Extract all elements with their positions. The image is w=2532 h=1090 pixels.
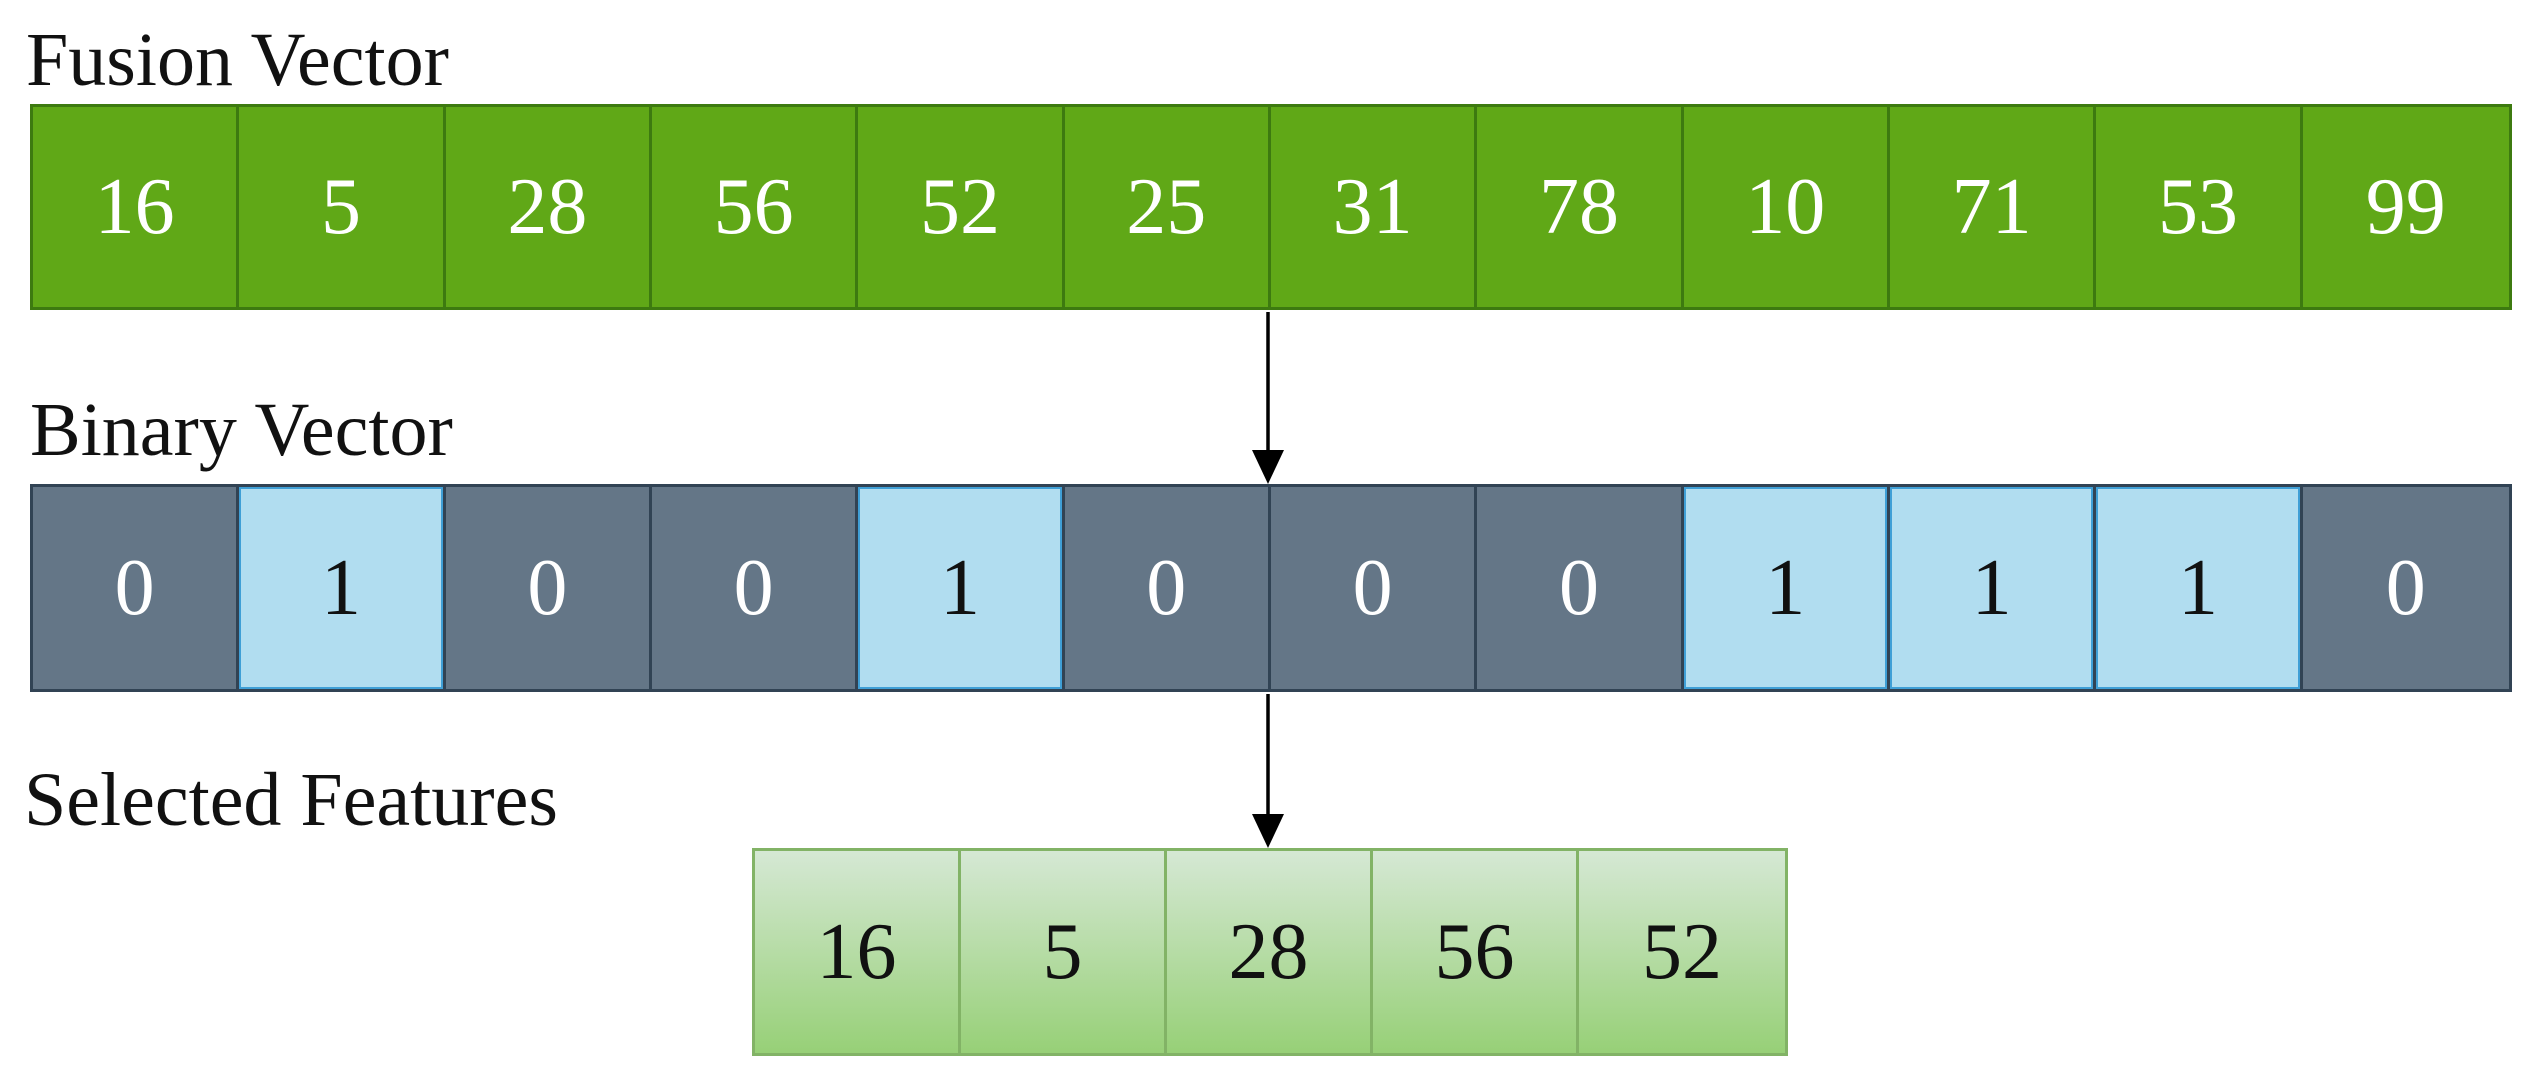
- binary-cell: 1: [858, 487, 1065, 689]
- binary-cell: 1: [2096, 487, 2303, 689]
- fusion-vector-label: Fusion Vector: [26, 18, 449, 102]
- fusion-cell: 31: [1271, 107, 1478, 307]
- arrowhead-icon: [1252, 450, 1284, 484]
- binary-cell: 0: [2302, 487, 2509, 689]
- fusion-cell: 25: [1065, 107, 1271, 307]
- selected-cell: 16: [755, 851, 961, 1053]
- selected-features-row: 16 5 28 56 52: [752, 848, 1788, 1056]
- fusion-cell: 16: [33, 107, 240, 307]
- binary-cell: 0: [1477, 487, 1684, 689]
- fusion-cell: 52: [858, 107, 1065, 307]
- selected-cell: 56: [1373, 851, 1579, 1053]
- fusion-cell: 53: [2096, 107, 2303, 307]
- fusion-cell: 5: [239, 107, 446, 307]
- binary-cell: 0: [33, 487, 240, 689]
- arrowhead-icon: [1252, 814, 1284, 848]
- fusion-cell: 71: [1890, 107, 2097, 307]
- fusion-cell: 56: [652, 107, 859, 307]
- fusion-cell: 10: [1684, 107, 1890, 307]
- binary-cell: 1: [1683, 487, 1890, 689]
- selected-cell: 52: [1642, 908, 1722, 996]
- binary-cell: 1: [1889, 487, 2097, 689]
- selected-cell: 5: [961, 851, 1167, 1053]
- selected-cell: 28: [1167, 851, 1373, 1053]
- fusion-cell: 78: [1477, 107, 1684, 307]
- arrow-fusion-to-binary: [1252, 312, 1284, 484]
- binary-cell: 0: [1064, 487, 1271, 689]
- arrow-binary-to-selected: [1252, 694, 1284, 848]
- binary-cell: 1: [239, 487, 446, 689]
- binary-cell: 0: [651, 487, 859, 689]
- binary-cell: 0: [1270, 487, 1478, 689]
- fusion-vector-row: 16 5 28 56 52 25 31 78 10 71 53 99: [30, 104, 2512, 310]
- fusion-cell: 99: [2365, 163, 2446, 251]
- binary-vector-row: 0 1 0 0 1 0 0 0 1 1 1 0: [30, 484, 2512, 692]
- fusion-cell: 28: [446, 107, 652, 307]
- binary-cell: 0: [445, 487, 652, 689]
- binary-vector-label: Binary Vector: [30, 388, 453, 472]
- selected-features-label: Selected Features: [24, 758, 558, 842]
